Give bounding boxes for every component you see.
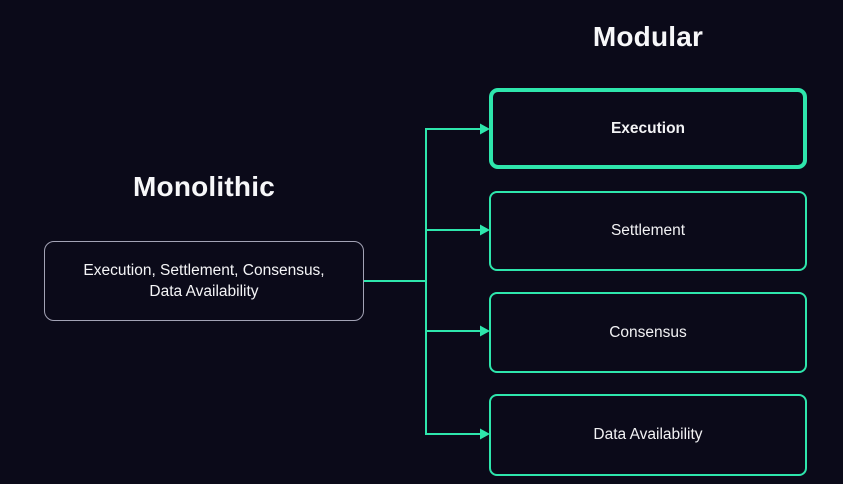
modular-box-execution: Execution	[489, 88, 807, 169]
modular-box-settlement: Settlement	[489, 191, 807, 271]
monolithic-title: Monolithic	[133, 171, 275, 202]
monolithic-box: Execution, Settlement, Consensus, Data A…	[44, 241, 364, 321]
modular-box-data-availability: Data Availability	[489, 394, 807, 476]
monolithic-box-label-line1: Execution, Settlement, Consensus,	[83, 262, 325, 279]
modular-title: Modular	[592, 21, 704, 52]
modular-box-consensus: Consensus	[489, 292, 807, 373]
monolithic-box-label-line2: Data Availability	[149, 283, 259, 300]
